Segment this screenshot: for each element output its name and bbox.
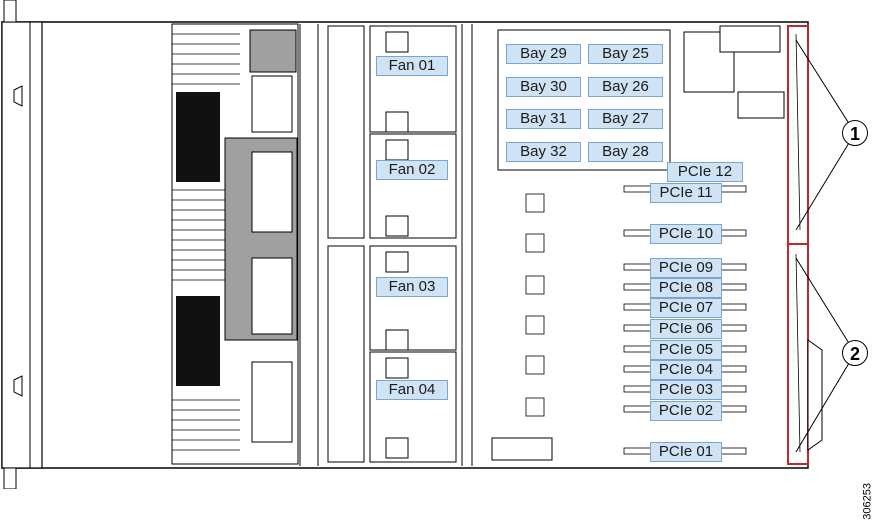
bay-31-label: Bay 31 (506, 109, 581, 129)
pcie-09-label: PCIe 09 (650, 258, 722, 278)
pcie-02-label: PCIe 02 (650, 401, 722, 421)
pcie-01-label: PCIe 01 (650, 442, 722, 462)
pcie-10-label: PCIe 10 (650, 224, 722, 244)
fan-03-label: Fan 03 (376, 277, 448, 297)
bay-29-label: Bay 29 (506, 44, 581, 64)
pcie-05-label: PCIe 05 (650, 340, 722, 360)
bay-27-label: Bay 27 (588, 109, 663, 129)
pcie-06-label: PCIe 06 (650, 319, 722, 339)
callout-2: 2 (842, 340, 868, 366)
fan-02-label: Fan 02 (376, 160, 448, 180)
fan-01-label: Fan 01 (376, 56, 448, 76)
pcie-03-label: PCIe 03 (650, 380, 722, 400)
pcie-07-label: PCIe 07 (650, 298, 722, 318)
fan-04-label: Fan 04 (376, 380, 448, 400)
bay-25-label: Bay 25 (588, 44, 663, 64)
callout-1: 1 (842, 120, 868, 146)
bay-28-label: Bay 28 (588, 142, 663, 162)
bay-26-label: Bay 26 (588, 77, 663, 97)
pcie-11-label: PCIe 11 (650, 183, 722, 203)
pcie-04-label: PCIe 04 (650, 360, 722, 380)
pcie-12-label: PCIe 12 (667, 162, 743, 182)
bay-30-label: Bay 30 (506, 77, 581, 97)
bay-32-label: Bay 32 (506, 142, 581, 162)
pcie-08-label: PCIe 08 (650, 278, 722, 298)
